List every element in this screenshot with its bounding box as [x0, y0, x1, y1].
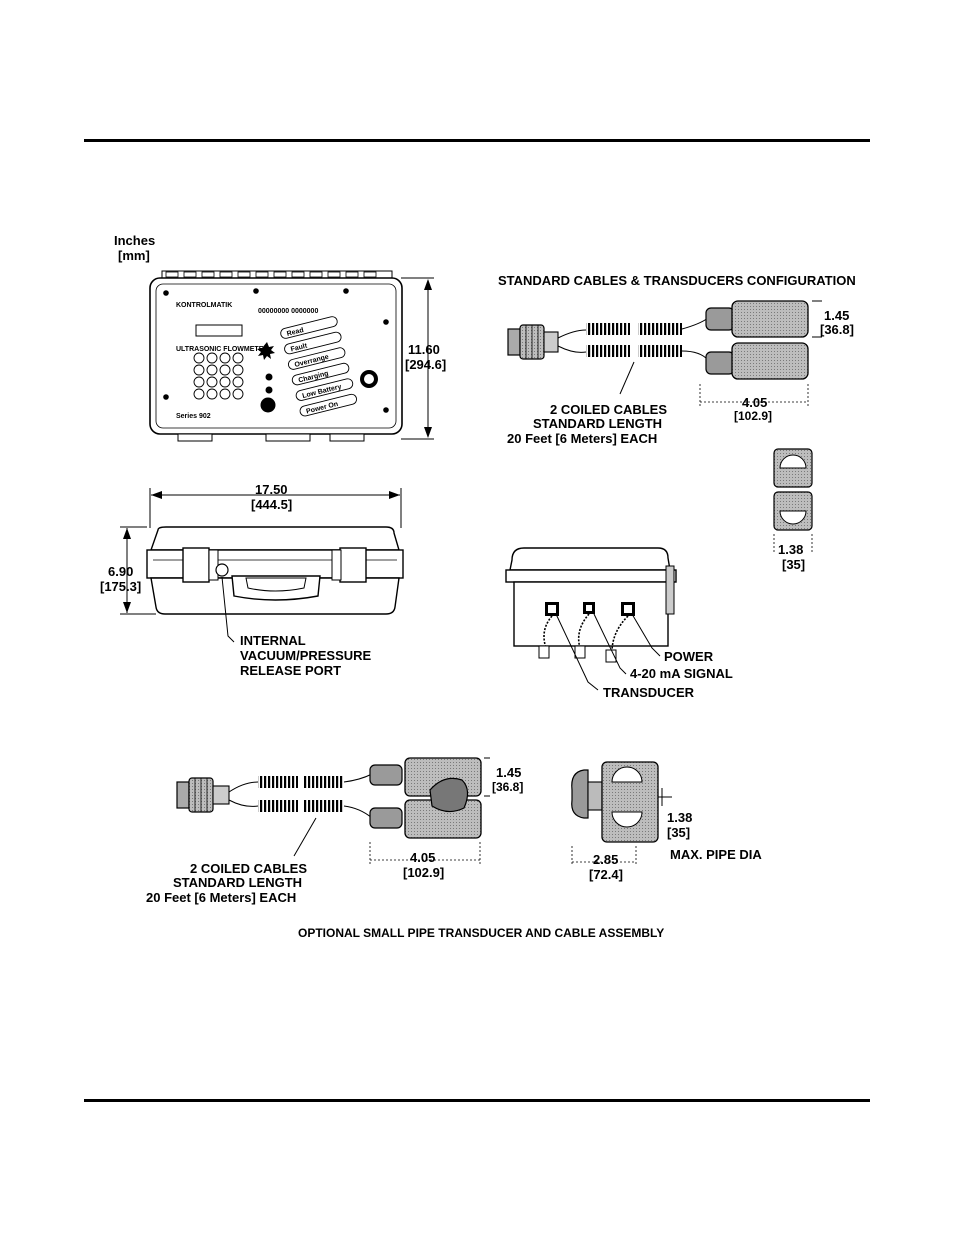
- face-mm: [35]: [782, 557, 805, 572]
- release-port-icon: [215, 563, 229, 577]
- std-cable-label-3: 20 Feet [6 Meters] EACH: [507, 431, 657, 446]
- flowmeter-side-view: 17.50 [444.5] 6.90 [175.3] INTERNAL VACU…: [100, 482, 404, 678]
- connector-plug-icon: [176, 777, 230, 813]
- display-title: ULTRASONIC FLOWMETER: [176, 346, 268, 353]
- flowmeter-bottom-view: [505, 547, 677, 663]
- side-width-in: 17.50: [255, 482, 288, 497]
- signal-label: 4-20 mA SIGNAL: [630, 666, 733, 681]
- lcd-display: [195, 324, 243, 337]
- standard-config-title: STANDARD CABLES & TRANSDUCERS CONFIGURAT…: [498, 273, 856, 288]
- sp-max-in: 1.38: [667, 810, 692, 825]
- svg-text:KONTROLMATIK: KONTROLMATIK: [176, 302, 232, 309]
- port-label-2: VACUUM/PRESSURE: [240, 648, 372, 663]
- coiled-cable-icon: [258, 776, 298, 788]
- transducer-icon: [731, 342, 809, 380]
- side-height-in: 6.90: [108, 564, 133, 579]
- indicator-read: Read: [286, 327, 304, 338]
- transducer-label: TRANSDUCER: [603, 685, 695, 700]
- sp-depth-mm: [72.4]: [589, 867, 623, 882]
- sp-width-mm: [102.9]: [403, 865, 444, 880]
- units-legend: Inches [mm]: [114, 233, 155, 263]
- std-width-in: 4.05: [742, 395, 767, 410]
- keypad: [193, 352, 244, 400]
- power-button-icon: [260, 397, 276, 413]
- transducer-icon: [731, 300, 809, 338]
- face-in: 1.38: [778, 542, 803, 557]
- sp-width-in: 4.05: [410, 850, 435, 865]
- svg-text:00000000 0000000: 00000000 0000000: [258, 308, 318, 315]
- units-inches: Inches: [114, 233, 155, 248]
- std-height-mm: [36.8]: [820, 322, 854, 337]
- front-height-in: 11.60: [408, 342, 440, 357]
- sp-cable-label-2: STANDARD LENGTH: [173, 875, 302, 890]
- sp-max-label: MAX. PIPE DIA: [670, 847, 762, 862]
- transducer-face-icon: [773, 448, 813, 531]
- sp-height-in: 1.45: [496, 765, 521, 780]
- sp-cable-label-3: 20 Feet [6 Meters] EACH: [146, 890, 296, 905]
- sp-max-mm: [35]: [667, 825, 690, 840]
- std-height-in: 1.45: [824, 308, 849, 323]
- bottom-rule: [84, 1099, 870, 1102]
- small-pipe-side-icon: [571, 761, 659, 843]
- handle-icon: [231, 575, 321, 601]
- small-pipe-assembly: 1.45 [36.8] 4.05 [102.9] 2 COILED CABLES…: [146, 757, 762, 940]
- port-label-1: INTERNAL: [240, 633, 306, 648]
- std-width-mm: [102.9]: [734, 409, 772, 423]
- coiled-cable-icon: [586, 323, 630, 335]
- sp-depth-in: 2.85: [593, 852, 618, 867]
- port-label-3: RELEASE PORT: [240, 663, 341, 678]
- side-height-mm: [175.3]: [100, 579, 141, 594]
- top-hinge-strip: [161, 270, 393, 279]
- starburst-icon: [257, 342, 275, 360]
- standard-configuration: STANDARD CABLES & TRANSDUCERS CONFIGURAT…: [498, 273, 856, 700]
- power-label: POWER: [664, 649, 714, 664]
- series-label: Series 902: [176, 413, 211, 420]
- small-pipe-title: OPTIONAL SMALL PIPE TRANSDUCER AND CABLE…: [298, 926, 664, 940]
- front-height-mm: [294.6]: [405, 357, 446, 372]
- units-mm: [mm]: [118, 248, 150, 263]
- std-cable-label-1: 2 COILED CABLES: [550, 402, 667, 417]
- top-rule: [84, 139, 870, 142]
- side-width-mm: [444.5]: [251, 497, 292, 512]
- sp-cable-label-1: 2 COILED CABLES: [190, 861, 307, 876]
- connector-plug-icon: [507, 324, 559, 360]
- std-cable-label-2: STANDARD LENGTH: [533, 416, 662, 431]
- flowmeter-front-view: KONTROLMATIK 00000000 0000000 ULTRASONIC…: [149, 270, 446, 442]
- indicator-fault: Fault: [290, 342, 309, 353]
- sp-height-mm: [36.8]: [492, 780, 523, 794]
